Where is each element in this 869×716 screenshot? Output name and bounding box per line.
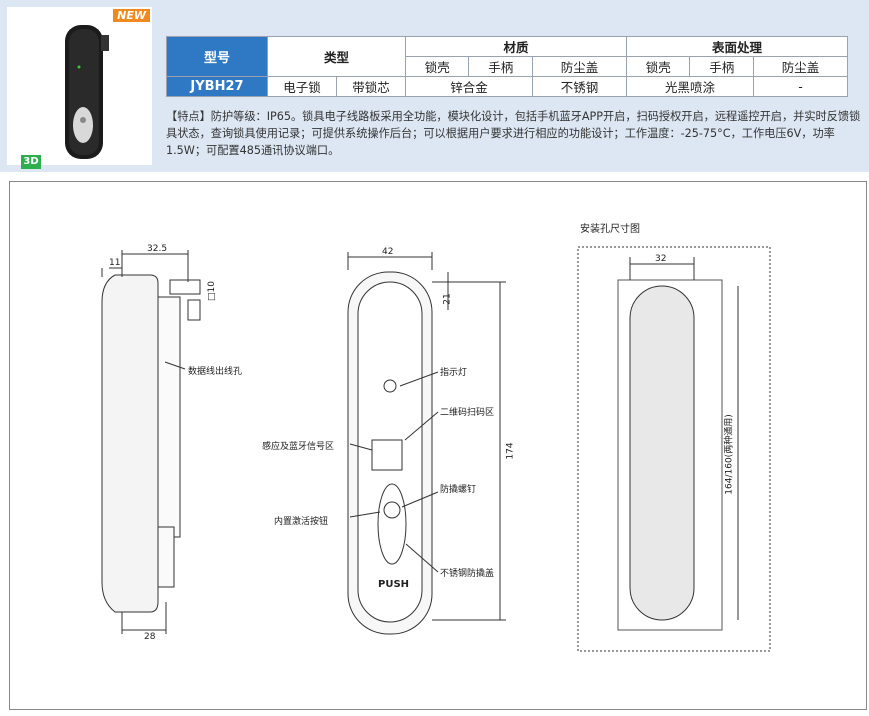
sub-header: 防尘盖	[752, 56, 849, 77]
header-model: 型号	[166, 36, 268, 77]
spec-table: 型号 类型 材质 表面处理 锁壳 手柄 防尘盖 锁壳 手柄 防尘盖 JYBH27…	[166, 36, 849, 97]
label-nfc-area: 感应及蓝牙信号区	[262, 442, 335, 452]
dim-side-offset: 11	[109, 258, 121, 268]
product-info-panel: NEW 3D 型号 类型 材质 表面处理 锁壳 手柄 防尘盖 锁壳 手柄 防尘盖…	[0, 0, 869, 172]
sub-header: 手柄	[689, 56, 754, 77]
sub-header: 锁壳	[404, 56, 470, 77]
dim-square: □10	[206, 281, 217, 301]
material-cell: 锌合金	[405, 76, 533, 97]
material-cover-cell: 不锈钢	[531, 76, 627, 97]
cutout-title: 安装孔尺寸图	[580, 224, 640, 235]
label-cable-hole: 数据线出线孔	[188, 367, 243, 377]
dim-front-top: 21	[442, 293, 453, 305]
label-screw: 防撬螺钉	[440, 485, 477, 495]
dim-front-width: 42	[382, 247, 394, 257]
header-material: 材质	[405, 36, 627, 57]
product-photo[interactable]: NEW 3D	[7, 7, 152, 169]
new-badge: NEW	[113, 9, 150, 22]
sub-header: 手柄	[468, 56, 533, 77]
header-type: 类型	[267, 36, 406, 77]
dim-front-height: 174	[505, 442, 516, 460]
label-qr-area: 二维码扫码区	[440, 408, 495, 418]
type-cell: 带锁芯	[336, 76, 406, 97]
label-activate-button: 内置激活按钮	[274, 517, 329, 527]
technical-drawing: PUSH 安装孔尺寸图 32.5 11 □10 28 42 21 174 32 …	[9, 181, 867, 710]
drawing-lines: PUSH	[101, 246, 771, 652]
surface-cover-cell: -	[752, 76, 849, 97]
3d-badge[interactable]: 3D	[21, 155, 41, 169]
label-indicator: 指示灯	[440, 368, 468, 378]
surface-cell: 光黑喷涂	[625, 76, 754, 97]
type-cell: 电子锁	[267, 76, 337, 97]
dim-side-bottom: 28	[144, 632, 156, 642]
feature-notes: 【特点】防护等级：IP65。锁具电子线路板采用全功能，模块化设计，包括手机蓝牙A…	[166, 110, 861, 157]
model-cell: JYBH27	[166, 76, 268, 97]
push-label: PUSH	[378, 579, 409, 590]
dim-cutout-width: 32	[655, 254, 667, 264]
sub-header: 锁壳	[625, 56, 691, 77]
dim-side-width: 32.5	[147, 244, 168, 254]
dim-cutout-height: 164/160(两种通用)	[724, 414, 735, 495]
label-cover: 不锈钢防撬盖	[440, 569, 495, 579]
sub-header: 防尘盖	[531, 56, 627, 77]
lock-photo-image	[65, 25, 109, 159]
header-surface: 表面处理	[625, 36, 849, 57]
